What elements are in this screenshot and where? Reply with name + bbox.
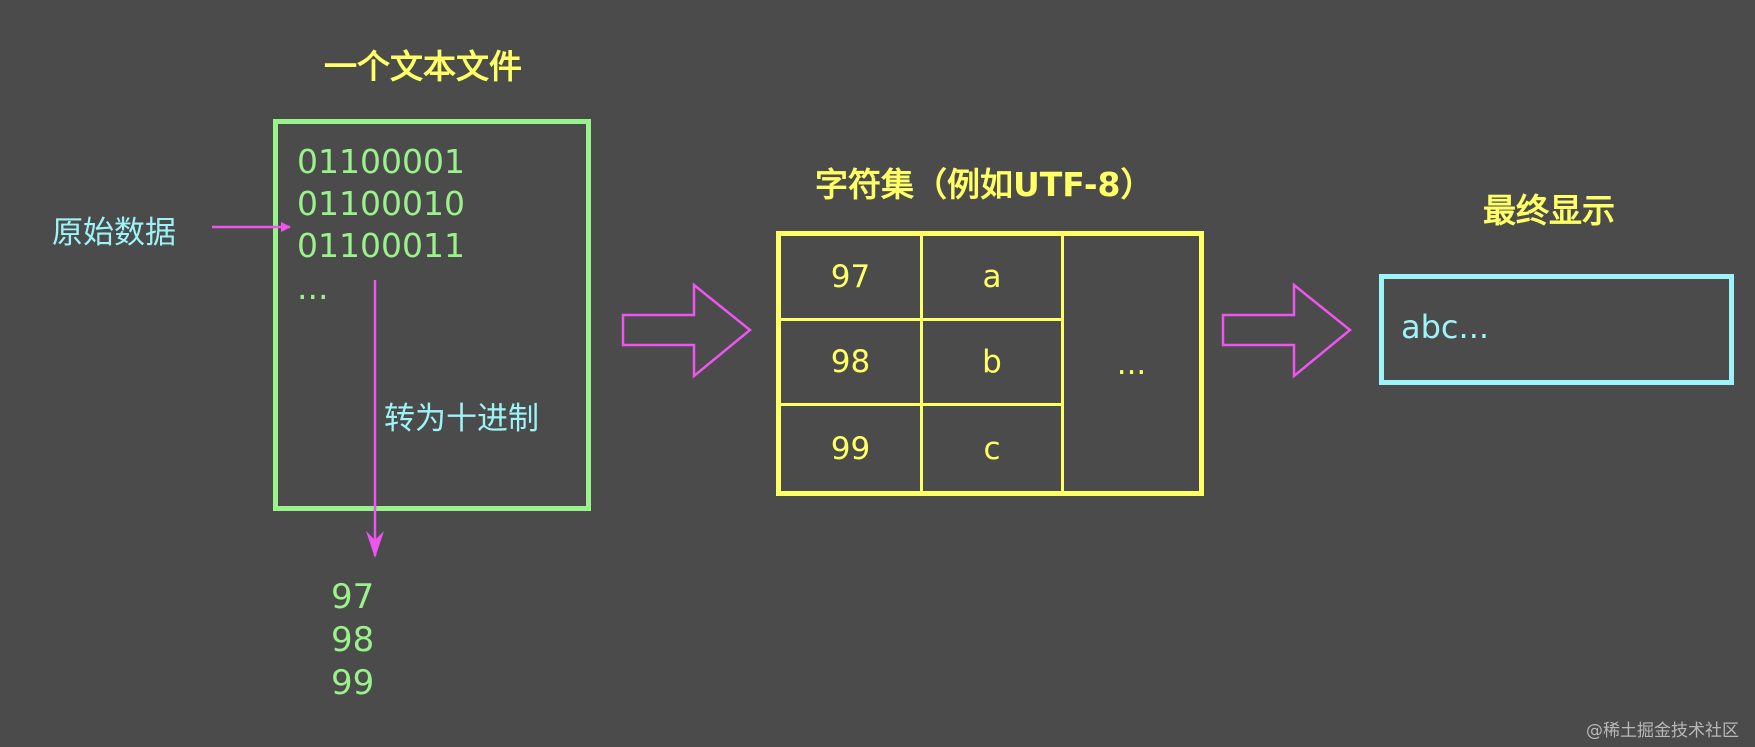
binary-lines: 01100001 01100010 01100011 ... [297,141,465,309]
text-file-box [273,119,591,511]
charset-more-cell: ... [1116,345,1147,382]
binary-line-ellipsis: ... [297,268,329,307]
charset-code-cell: 97 [781,236,923,321]
raw-data-label: 原始数据 [52,215,176,251]
binary-line: 01100011 [297,226,465,265]
display-text: abc... [1401,308,1490,346]
charset-table: 97 a 98 b 99 c ... [776,231,1204,496]
binary-line: 01100001 [297,142,465,181]
watermark: @稀土掘金技术社区 [1586,721,1739,741]
binary-line: 01100010 [297,184,465,223]
decimal-value: 99 [331,663,375,703]
charset-to-display-arrow [1221,282,1352,379]
convert-decimal-label: 转为十进制 [384,401,539,437]
file-title: 一个文本文件 [324,47,522,86]
charset-code-cell: 98 [781,321,923,406]
charset-title: 字符集（例如UTF-8） [815,165,1154,204]
decimal-values: 97 98 99 [331,576,374,705]
decimal-value: 97 [331,577,375,617]
convert-arrow-head [366,531,384,558]
display-title: 最终显示 [1483,191,1615,230]
charset-char-cell: a [923,236,1064,321]
file-to-charset-arrow [621,282,752,379]
charset-code-cell: 99 [781,406,923,491]
display-box [1379,274,1734,385]
decimal-value: 98 [331,620,375,660]
charset-char-cell: c [923,406,1064,491]
charset-char-cell: b [923,321,1064,406]
